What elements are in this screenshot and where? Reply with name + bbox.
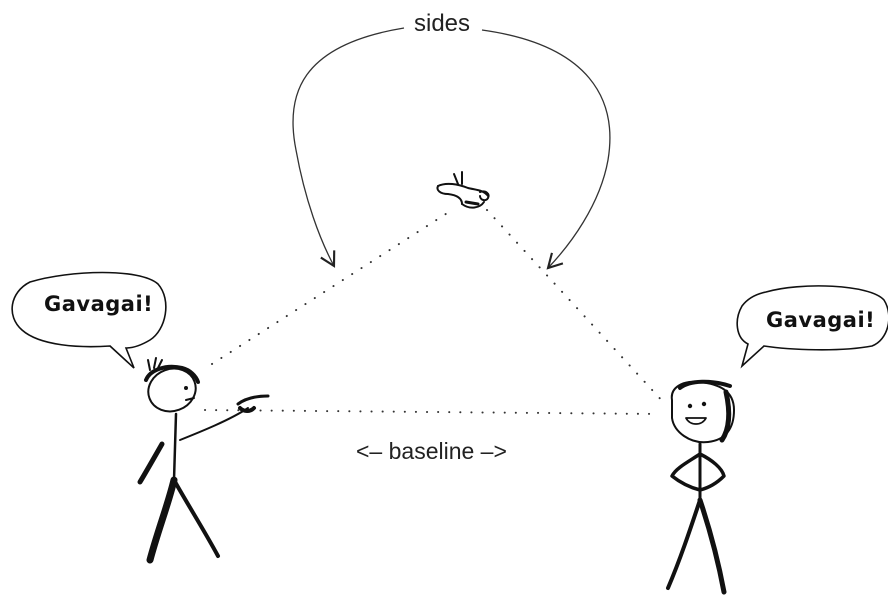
speech-bubble-right [736,285,888,369]
rabbit-sketch [436,171,490,209]
dotted-line-baseline [204,409,661,415]
baseline-label: <– baseline –> [356,438,507,464]
sides-arc-right [481,29,611,270]
dotted-line-left-side [211,209,453,365]
sides-arc-left [292,27,405,268]
stick-figure-left [137,357,270,564]
speech-bubble-left [11,271,167,369]
dotted-line-right-side [486,209,666,405]
sides-label: sides [414,10,471,37]
speech-text-left: Gavagai! [44,292,154,316]
speech-text-right: Gavagai! [766,308,876,332]
stick-figure-right [666,379,735,595]
